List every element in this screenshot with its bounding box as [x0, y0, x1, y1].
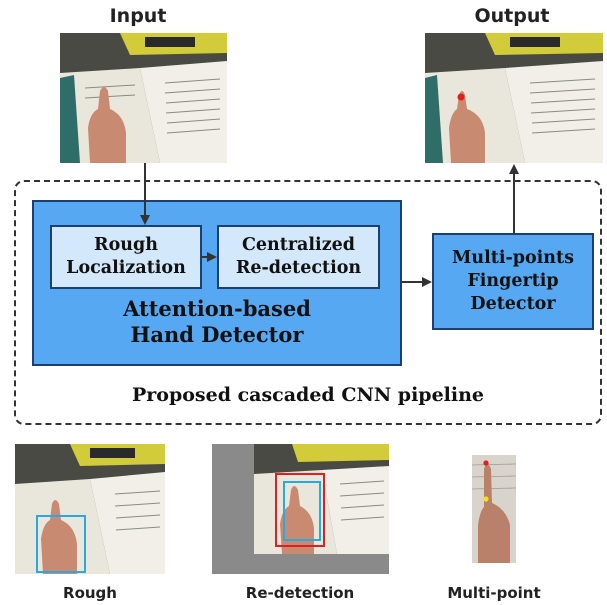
centralized-redetection-box: Centralized Re-detection — [217, 225, 380, 289]
pipeline-container — [14, 180, 602, 425]
centralized-redetection-label: Centralized Re-detection — [235, 234, 362, 278]
rough-caption: Rough — [63, 584, 117, 602]
rough-localization-label: Rough Localization — [66, 234, 186, 278]
input-image — [60, 33, 227, 163]
output-title: Output — [474, 5, 550, 27]
input-title: Input — [109, 5, 167, 27]
output-image — [425, 33, 603, 163]
hand-detector-label: Attention-based Hand Detector — [123, 296, 311, 348]
rough-example-image — [15, 444, 165, 574]
fingertip-detector-module: Multi-points Fingertip Detector — [432, 233, 594, 330]
multipoint-caption: Multi-point — [447, 584, 541, 602]
fingertip-detector-label: Multi-points Fingertip Detector — [452, 247, 574, 315]
redetection-example-image — [212, 444, 389, 574]
multipoint-example-image — [472, 455, 516, 563]
redetection-caption: Re-detection — [245, 584, 355, 602]
rough-localization-box: Rough Localization — [50, 225, 202, 289]
pipeline-label: Proposed cascaded CNN pipeline — [131, 384, 485, 406]
